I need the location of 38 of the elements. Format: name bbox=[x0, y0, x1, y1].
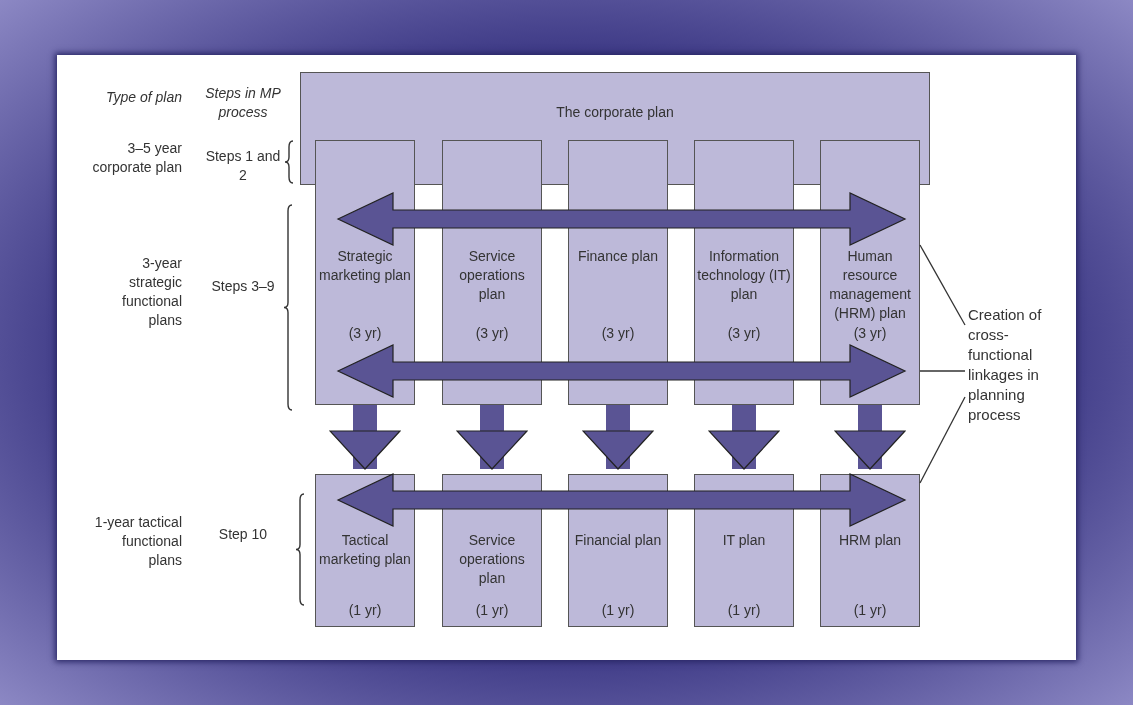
row-label: 3-year strategic functional plans bbox=[121, 254, 182, 330]
leader-line bbox=[919, 396, 966, 484]
row-label: Steps 1 and 2 bbox=[204, 147, 282, 185]
leader-line bbox=[919, 244, 966, 326]
plan-title: Financial plan bbox=[573, 531, 663, 550]
block-arrow bbox=[582, 405, 654, 470]
plan-duration: (1 yr) bbox=[726, 601, 762, 620]
plan-title: Service operations plan bbox=[458, 531, 526, 588]
row-label: Step 10 bbox=[217, 525, 269, 544]
row-label: Steps 3–9 bbox=[210, 277, 276, 296]
plan-title: Finance plan bbox=[576, 247, 660, 266]
annotation-text: Creation of cross-functional linkages in planning process bbox=[968, 305, 1068, 425]
plan-duration: (3 yr) bbox=[600, 324, 636, 343]
plan-title: Service operations plan bbox=[458, 247, 526, 304]
plan-duration: (1 yr) bbox=[474, 601, 510, 620]
column-header: Steps in MP process bbox=[204, 84, 282, 122]
plan-duration: (3 yr) bbox=[852, 324, 888, 343]
block-arrow bbox=[708, 405, 780, 470]
plan-title: The corporate plan bbox=[555, 103, 675, 122]
plan-duration: (1 yr) bbox=[600, 601, 636, 620]
row-label: 1-year tactical functional plans bbox=[93, 513, 182, 570]
plan-title: HRM plan bbox=[837, 531, 903, 550]
plan-title: Human resource management (HRM) plan bbox=[828, 247, 912, 323]
leader-line bbox=[919, 370, 966, 372]
plan-duration: (3 yr) bbox=[347, 324, 383, 343]
row-label: 3–5 year corporate plan bbox=[91, 139, 182, 177]
plan-title: Strategic marketing plan bbox=[318, 247, 412, 285]
plan-duration: (1 yr) bbox=[347, 601, 383, 620]
block-arrow bbox=[834, 405, 906, 470]
plan-duration: (1 yr) bbox=[852, 601, 888, 620]
block-arrow bbox=[456, 405, 528, 470]
plan-title: Tactical marketing plan bbox=[318, 531, 412, 569]
plan-duration: (3 yr) bbox=[726, 324, 762, 343]
block-arrow bbox=[329, 405, 401, 470]
plan-title: Information technology (IT) plan bbox=[697, 247, 791, 304]
plan-duration: (3 yr) bbox=[474, 324, 510, 343]
plan-title: IT plan bbox=[721, 531, 767, 550]
column-header: Type of plan bbox=[105, 88, 182, 107]
